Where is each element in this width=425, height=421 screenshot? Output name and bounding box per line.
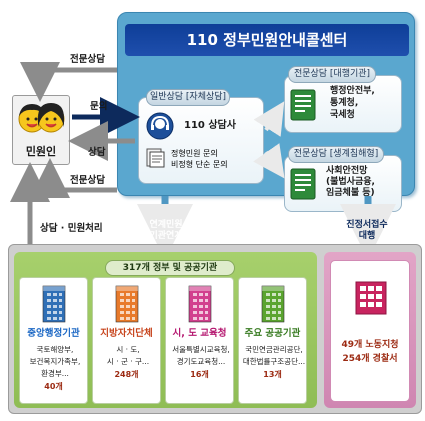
org-desc-local-1: 시 · 도,	[116, 345, 140, 354]
consult-process-label: 상담 · 민원처리	[40, 223, 103, 234]
general-consult-card	[138, 97, 264, 184]
expert-consult-top-label: 전문상담	[70, 54, 105, 65]
agent-label: 110 상담사	[184, 120, 236, 131]
building-icon	[259, 283, 287, 323]
document-icon	[144, 147, 166, 169]
simple-inquiry-line-1: 정형민원 문의	[171, 149, 218, 158]
expert-consult-top-arrow	[20, 62, 117, 102]
expert-affiliate-tag: 전문상담 [대행기관]	[288, 66, 376, 83]
org-desc-education-1: 서울특별시교육청,	[172, 345, 230, 354]
affiliate-item-2: 통계청,	[330, 98, 359, 108]
ledger-icon	[290, 89, 316, 121]
expert-consult-bottom-arrow	[29, 158, 117, 198]
life-item-2: (불법사금융,	[326, 177, 375, 187]
call-center-title: 110 정부민원안내콜센터	[125, 24, 409, 56]
general-consult-tag: 일반상담 [자체상담]	[146, 89, 230, 106]
building-icon	[40, 283, 68, 323]
petition-label-2: 대행	[358, 231, 376, 241]
office-building-icon	[354, 280, 388, 316]
org-desc-public-1: 국민연금관리공단,	[245, 345, 303, 354]
org-count-education: 16개	[190, 370, 209, 379]
org-desc-local-2: 시 · 군 · 구...	[106, 357, 150, 366]
inquiry-label: 문의	[90, 101, 108, 112]
citizen-label: 민원인	[25, 145, 57, 158]
to-life-arrow	[253, 143, 285, 179]
citizen-faces-icon	[16, 100, 66, 136]
to-affiliate-arrow	[253, 101, 285, 137]
simple-inquiry-line-2: 비정형 단순 문의	[171, 160, 228, 169]
affiliate-item-3: 국세청	[330, 110, 355, 120]
ledger-icon	[290, 168, 316, 200]
life-item-1: 사회안전망	[326, 166, 368, 176]
org-desc-central-3: 환경부...	[41, 369, 69, 378]
police-count: 254개 경찰서	[342, 354, 398, 364]
org-name-public: 주요 공공기관	[244, 328, 301, 339]
petition-label-1: 진정서접수	[346, 220, 388, 230]
org-name-education: 시, 도 교육청	[172, 328, 227, 339]
consult-label: 상담	[88, 147, 106, 158]
linked-agency-label-2: 기관연계	[149, 231, 183, 241]
headset-icon	[146, 112, 174, 140]
org-count-local: 248개	[114, 370, 139, 379]
expert-life-tag: 전문상담 [생계침해형]	[288, 146, 384, 163]
expert-consult-bottom-label: 전문상담	[70, 175, 105, 186]
affiliate-item-1: 행정안전부,	[330, 86, 375, 96]
org-desc-education-2: 경기도교육청...	[176, 357, 226, 366]
org-desc-central-2: 보건복지가족부,	[29, 357, 81, 366]
org-desc-public-2: 대한법률구조공단...	[242, 357, 306, 366]
org-name-local: 지방자치단체	[100, 328, 153, 339]
organization-band: 317개 정부 및 공공기관	[105, 260, 235, 276]
org-count-central: 40개	[44, 382, 63, 391]
linked-agency-label-1: 연계민원	[149, 220, 183, 230]
life-item-3: 임금체불 등)	[326, 188, 375, 198]
org-count-public: 13개	[263, 370, 282, 379]
org-desc-central-1: 국토해양부,	[36, 345, 74, 354]
building-icon	[186, 283, 214, 323]
labor-office-count: 49개 노동지청	[341, 340, 399, 350]
building-icon	[113, 283, 141, 323]
org-name-central: 중앙행정기관	[27, 328, 80, 339]
